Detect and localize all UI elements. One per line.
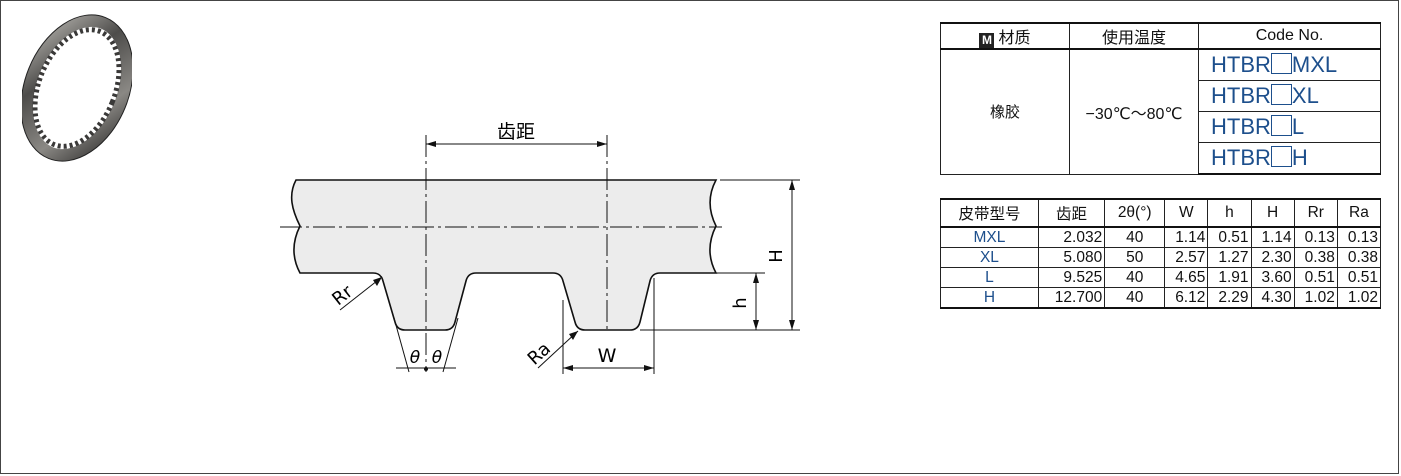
table-cell: 12.700 [1037,287,1106,309]
spec-header: H [1250,198,1295,228]
table-cell: 0.38 [1293,247,1338,268]
table-cell: 2.29 [1207,287,1252,309]
spec-header: Ra [1336,198,1382,228]
theta-left-label: θ [410,348,421,368]
material-mark-icon: M [979,33,995,48]
table-row: L 9.525 40 4.65 1.91 3.60 0.51 0.51 [940,267,1382,288]
table-cell: 2.30 [1250,247,1295,268]
placeholder-box-icon [1270,146,1292,167]
placeholder-box-icon [1270,115,1292,136]
table-cell: 1.14 [1164,226,1209,248]
spec-table: 皮带型号 齿距 2θ(°) W h H Rr Ra MXL 2.032 40 1… [940,198,1382,309]
table-cell: 1.91 [1207,267,1252,288]
table-cell: 1.02 [1336,287,1382,309]
table-cell: 50 [1104,247,1166,268]
table-cell: 3.60 [1250,267,1295,288]
table-cell: 40 [1104,267,1166,288]
table-cell: 0.51 [1207,226,1252,248]
model-cell: L [940,267,1039,288]
placeholder-box-icon [1270,84,1292,105]
table-cell: 0.51 [1293,267,1338,288]
table-cell: 4.30 [1250,287,1295,309]
belt-profile-shape [290,179,718,331]
belt-product-image [22,14,132,162]
table-row: XL 5.080 50 2.57 1.27 2.30 0.38 0.38 [940,247,1382,268]
table-cell: 9.525 [1037,267,1106,288]
spec-header: 皮带型号 [940,198,1039,228]
material-value: 橡胶 [940,48,1070,175]
table-cell: 0.13 [1293,226,1338,248]
theta-right-label: θ [432,348,443,368]
spec-header: Rr [1293,198,1338,228]
w-label: W [598,345,617,367]
table-cell: 1.02 [1293,287,1338,309]
spec-header: 齿距 [1037,198,1106,228]
belt-profile-diagram: 齿距 H h W Rr Ra θ θ [280,121,800,374]
big-h-label: H [766,249,787,263]
table-cell: 2.57 [1164,247,1209,268]
spec-header: 2θ(°) [1104,198,1166,228]
table-cell: 4.65 [1164,267,1209,288]
table-cell: 6.12 [1164,287,1209,309]
model-cell: H [940,287,1039,309]
table-cell: 0.51 [1336,267,1382,288]
spec-header: W [1164,198,1209,228]
table-row: MXL 2.032 40 1.14 0.51 1.14 0.13 0.13 [940,226,1382,248]
temperature-value: −30℃～80℃ [1069,48,1199,175]
model-cell: MXL [940,226,1039,248]
table-cell: 0.38 [1336,247,1382,268]
table-cell: 0.13 [1336,226,1382,248]
table-cell: 40 [1104,226,1166,248]
spec-header: h [1207,198,1252,228]
header-temperature: 使用温度 [1069,22,1199,50]
table-cell: 1.14 [1250,226,1295,248]
rr-label: Rr [328,281,357,310]
placeholder-box-icon [1270,53,1292,74]
pitch-label: 齿距 [497,121,535,143]
table-cell: 40 [1104,287,1166,309]
model-cell: XL [940,247,1039,268]
table-row: H 12.700 40 6.12 2.29 4.30 1.02 1.02 [940,287,1382,309]
table-cell: 1.27 [1207,247,1252,268]
table-cell: 2.032 [1037,226,1106,248]
small-h-label: h [730,297,751,308]
table-cell: 5.080 [1037,247,1106,268]
header-code: Code No. [1198,22,1381,50]
ra-label: Ra [524,338,555,369]
